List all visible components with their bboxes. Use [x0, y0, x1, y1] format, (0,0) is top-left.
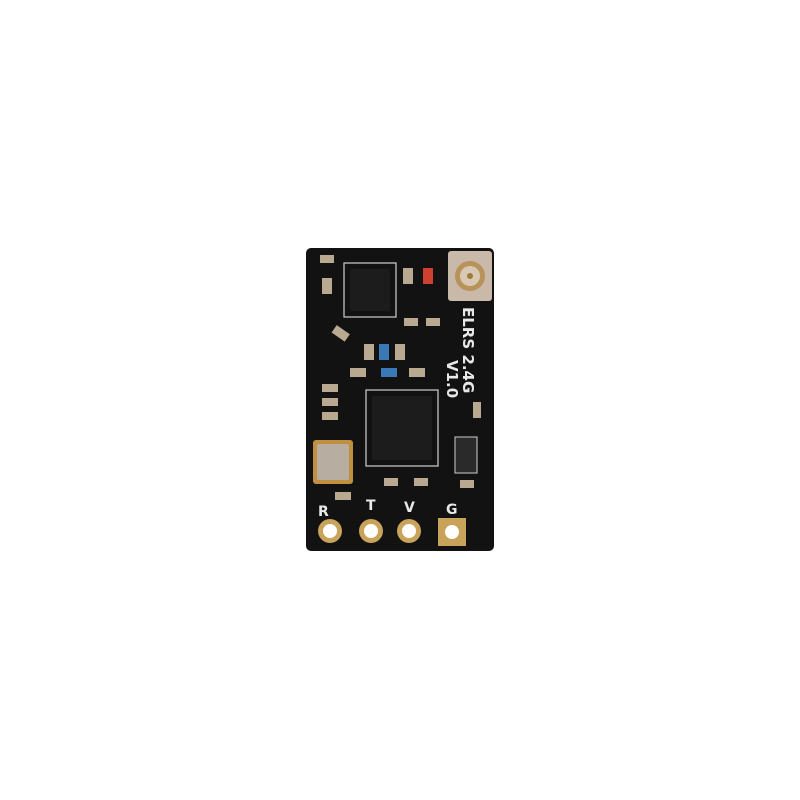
crystal-oscillator: [313, 440, 353, 484]
solder-pads: [318, 518, 466, 546]
smd-components: [320, 255, 481, 500]
antenna-connector: [448, 251, 492, 301]
pin-label-v: V: [404, 500, 415, 516]
pin-label-t: T: [366, 498, 376, 514]
main-chip: [365, 389, 439, 467]
version-label: V1.0: [443, 360, 461, 398]
diode: [454, 436, 478, 474]
model-label: ELRS 2.4G: [459, 307, 477, 393]
pin-label-r: R: [318, 504, 329, 520]
small-chip: [343, 262, 397, 318]
pin-label-g: G: [446, 502, 458, 518]
